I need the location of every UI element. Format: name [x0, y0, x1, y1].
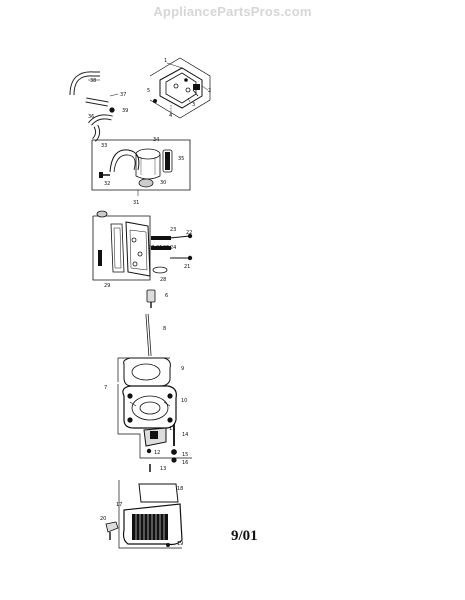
callout-18: 18 — [177, 486, 183, 492]
cylinder-head-assembly — [117, 289, 192, 459]
callout-8: 8 — [163, 326, 166, 332]
callout-29: 29 — [104, 283, 110, 289]
breather-hoses — [69, 71, 119, 142]
callout-34: 34 — [153, 137, 159, 143]
callout-37: 37 — [120, 92, 126, 98]
assembly-box-29 — [92, 210, 193, 281]
callout-5: 5 — [147, 88, 150, 94]
callout-38: 38 — [90, 78, 96, 84]
callout-36: 36 — [88, 114, 94, 120]
callout-19: 19 — [177, 541, 183, 547]
callout-4: 4 — [169, 113, 172, 119]
date-code: 9/01 — [231, 528, 258, 544]
callout-26: 26 — [156, 245, 162, 251]
callout-14: 14 — [182, 432, 188, 438]
callout-33: 33 — [101, 143, 107, 149]
callout-25: 25 — [163, 245, 169, 251]
callout-15: 15 — [182, 452, 188, 458]
callout-12: 12 — [154, 450, 160, 456]
watermark: AppliancePartsPros.com — [153, 4, 312, 19]
callout-10: 10 — [181, 398, 187, 404]
callout-22: 22 — [186, 230, 192, 236]
callout-30: 30 — [160, 180, 166, 186]
callout-7: 7 — [104, 385, 107, 391]
callout-31: 31 — [133, 200, 139, 206]
callout-27: 27 — [148, 245, 154, 251]
callout-39: 39 — [122, 108, 128, 114]
callout-23: 23 — [170, 227, 176, 233]
callout-9: 9 — [181, 366, 184, 372]
valve-cover-assembly — [149, 57, 211, 119]
assembly-box-31 — [91, 139, 191, 196]
callout-2: 2 — [208, 88, 211, 94]
callout-6: 6 — [165, 293, 168, 299]
callout-17: 17 — [116, 502, 122, 508]
callout-32: 32 — [104, 181, 110, 187]
callout-35: 35 — [178, 156, 184, 162]
callout-labels: 1 2 3 4 5 6 7 8 9 10 11 12 13 14 15 16 1… — [88, 58, 211, 547]
air-filter-assembly — [105, 424, 183, 549]
callout-13: 13 — [160, 466, 166, 472]
callout-11: 11 — [169, 426, 175, 432]
callout-3: 3 — [192, 102, 195, 108]
callout-1: 1 — [164, 58, 167, 64]
callout-21: 21 — [184, 264, 190, 270]
callout-20: 20 — [100, 516, 106, 522]
callout-24: 24 — [170, 245, 176, 251]
callout-16: 16 — [182, 460, 188, 466]
callout-28: 28 — [160, 277, 166, 283]
